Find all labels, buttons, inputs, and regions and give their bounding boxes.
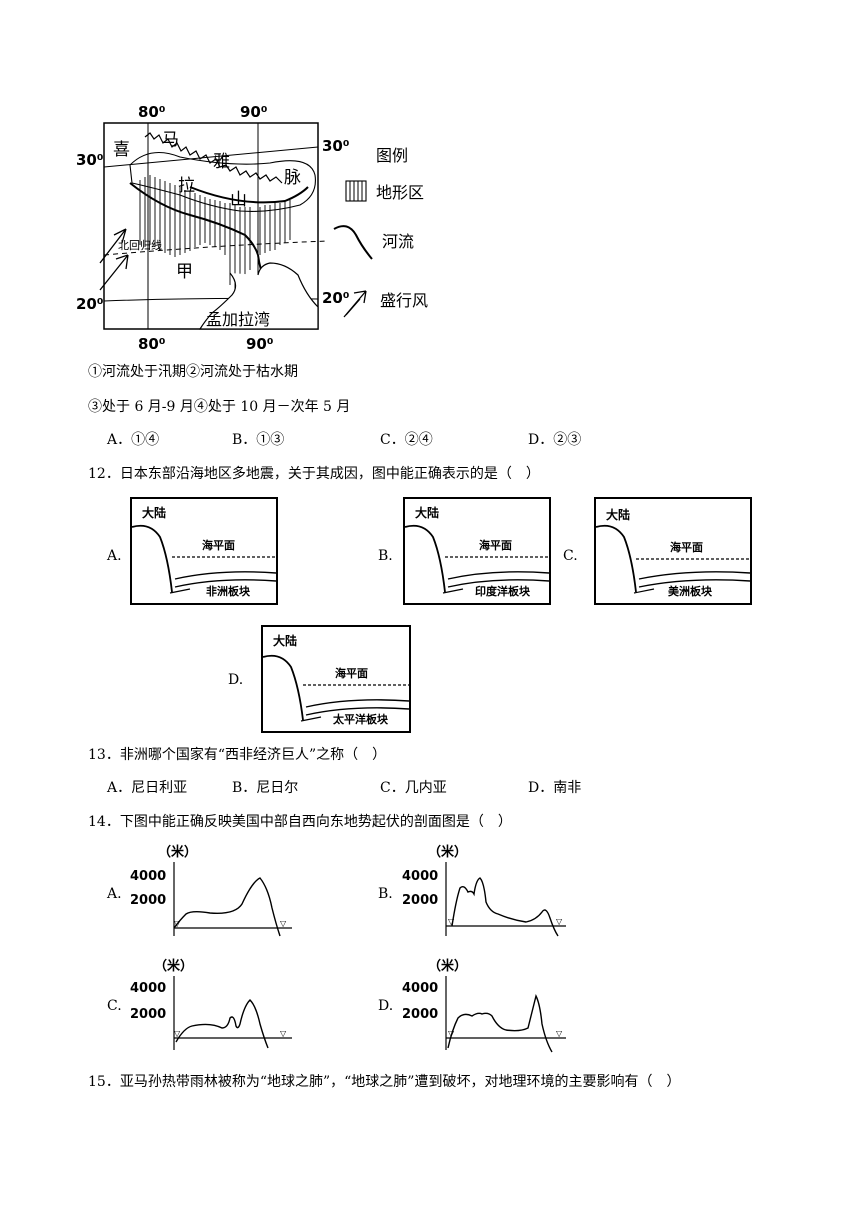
q12-diagram-a[interactable]: 大陆 海平面 非洲板块 xyxy=(130,497,278,605)
q11-option-d[interactable]: D．②③ xyxy=(528,432,582,448)
q11-line2: ③处于 6 月-9 月④处于 10 月－次年 5 月 xyxy=(88,399,351,415)
legend-terrain: 地形区 xyxy=(376,183,424,202)
lon-90-bottom: 90⁰ xyxy=(246,335,273,353)
q13-option-d[interactable]: D．南非 xyxy=(528,780,582,796)
range-char-1: 喜 xyxy=(113,140,130,160)
wind-arrow-2 xyxy=(99,254,129,291)
q14-letter-c[interactable]: C. xyxy=(107,998,122,1014)
q14-b-2000: 2000 xyxy=(402,893,438,908)
svg-text:▽: ▽ xyxy=(556,1029,563,1038)
tropic-line xyxy=(103,240,329,256)
svg-text:▽: ▽ xyxy=(174,919,181,928)
svg-text:▽: ▽ xyxy=(280,919,287,928)
q12-diagram-b[interactable]: 大陆 海平面 印度洋板块 xyxy=(403,497,551,605)
q14-d-2000: 2000 xyxy=(402,1007,438,1022)
range-char-3: 拉 xyxy=(178,176,195,196)
q11-option-b[interactable]: B．①③ xyxy=(232,432,285,448)
q12-c-land: 大陆 xyxy=(606,507,630,522)
q15-stem: 15．亚马孙热带雨林被称为“地球之肺”，“地球之肺”遭到破坏，对地理环境的主要影… xyxy=(88,1074,681,1090)
range-char-4: 雅 xyxy=(213,152,230,172)
lat-30-line xyxy=(103,146,319,168)
q12-b-sea: 海平面 xyxy=(479,538,512,552)
q13-option-c[interactable]: C．几内亚 xyxy=(380,780,447,796)
lon-90-top: 90⁰ xyxy=(240,103,267,121)
q14-letter-b[interactable]: B. xyxy=(378,886,393,902)
q14-letter-a[interactable]: A. xyxy=(107,886,122,902)
q13-option-a[interactable]: A．尼日利亚 xyxy=(107,780,188,796)
q12-d-sea: 海平面 xyxy=(335,666,368,680)
q11-option-a[interactable]: A．①④ xyxy=(107,432,160,448)
q14-profile-d[interactable]: （米） 4000 2000 ▽ ▽ xyxy=(402,952,572,1057)
q14-a-4000: 4000 xyxy=(130,869,166,884)
q12-d-land: 大陆 xyxy=(273,633,297,648)
svg-text:▽: ▽ xyxy=(280,1029,287,1038)
legend-title: 图例 xyxy=(376,146,408,165)
q14-c-4000: 4000 xyxy=(130,981,166,996)
q14-d-unit: （米） xyxy=(428,958,467,974)
tropic-label: 北回归线 xyxy=(118,238,162,252)
range-char-6: 脉 xyxy=(284,168,301,188)
q14-stem: 14．下图中能正确反映美国中部自西向东地势起伏的剖面图是（ ） xyxy=(88,814,512,830)
wind-legend-icon xyxy=(343,290,367,318)
q12-c-sea: 海平面 xyxy=(670,540,703,554)
lat-30-right: 30⁰ xyxy=(322,137,349,155)
region-jia-label: 甲 xyxy=(176,262,193,282)
river-brahmaputra xyxy=(189,186,309,204)
q12-diagram-c[interactable]: 大陆 海平面 美洲板块 xyxy=(594,497,752,605)
svg-text:▽: ▽ xyxy=(448,1029,455,1038)
q14-a-unit: （米） xyxy=(158,844,197,860)
bay-label: 孟加拉湾 xyxy=(206,310,270,329)
q14-profile-a[interactable]: （米） 4000 2000 ▽ ▽ xyxy=(130,840,300,945)
q13-option-b[interactable]: B．尼日尔 xyxy=(232,780,299,796)
lat-30-left: 30⁰ xyxy=(76,151,103,169)
q14-b-4000: 4000 xyxy=(402,869,438,884)
q12-a-land: 大陆 xyxy=(142,505,166,520)
q12-c-plate: 美洲板块 xyxy=(668,584,713,598)
q12-b-land: 大陆 xyxy=(415,505,439,520)
svg-text:▽: ▽ xyxy=(448,917,455,926)
q14-b-unit: （米） xyxy=(428,844,467,860)
svg-text:▽: ▽ xyxy=(174,1029,181,1038)
lat-20-left: 20⁰ xyxy=(76,295,103,313)
range-char-5: 山 xyxy=(230,190,247,210)
lon-80-bottom: 80⁰ xyxy=(138,335,165,353)
mountain-range xyxy=(144,132,283,184)
q12-a-plate: 非洲板块 xyxy=(206,584,251,598)
q12-b-plate: 印度洋板块 xyxy=(475,584,531,598)
bay-of-bengal xyxy=(198,262,319,330)
q12-d-plate: 太平洋板块 xyxy=(332,712,389,726)
river-ganges xyxy=(129,182,259,256)
q12-letter-b[interactable]: B. xyxy=(378,548,393,564)
q14-a-2000: 2000 xyxy=(130,893,166,908)
terrain-legend-icon xyxy=(345,180,367,202)
wind-arrow-1 xyxy=(99,228,127,264)
q12-letter-a[interactable]: A. xyxy=(107,548,122,564)
legend-river: 河流 xyxy=(382,232,414,251)
q14-d-4000: 4000 xyxy=(402,981,438,996)
q12-stem: 12．日本东部沿海地区多地震，关于其成因，图中能正确表示的是（ ） xyxy=(88,466,540,482)
q14-profile-c[interactable]: （米） 4000 2000 ▽ ▽ xyxy=(130,952,300,1057)
q12-a-sea: 海平面 xyxy=(202,538,235,552)
river-legend-icon xyxy=(333,225,373,260)
q12-diagram-d[interactable]: 大陆 海平面 太平洋板块 xyxy=(261,625,411,733)
legend-wind: 盛行风 xyxy=(380,291,428,310)
q12-letter-d[interactable]: D. xyxy=(228,672,244,688)
q11-line1: ①河流处于汛期②河流处于枯水期 xyxy=(88,364,298,380)
q11-option-c[interactable]: C．②④ xyxy=(380,432,433,448)
lon-80-top: 80⁰ xyxy=(138,103,165,121)
q14-letter-d[interactable]: D. xyxy=(378,998,394,1014)
q14-c-unit: （米） xyxy=(154,958,193,974)
q14-c-2000: 2000 xyxy=(130,1007,166,1022)
range-char-2: 马 xyxy=(162,130,179,150)
svg-text:▽: ▽ xyxy=(556,917,563,926)
himalaya-map: 80⁰ 90⁰ 30⁰ 30⁰ 20⁰ 20⁰ 80⁰ 90⁰ 喜 马 拉 雅 … xyxy=(76,103,428,353)
q12-letter-c[interactable]: C. xyxy=(563,548,578,564)
q13-stem: 13．非洲哪个国家有“西非经济巨人”之称（ ） xyxy=(88,747,387,763)
plateau-outline xyxy=(129,151,316,212)
q14-profile-b[interactable]: （米） 4000 2000 ▽ ▽ xyxy=(402,840,572,945)
lat-20-right: 20⁰ xyxy=(322,289,349,307)
